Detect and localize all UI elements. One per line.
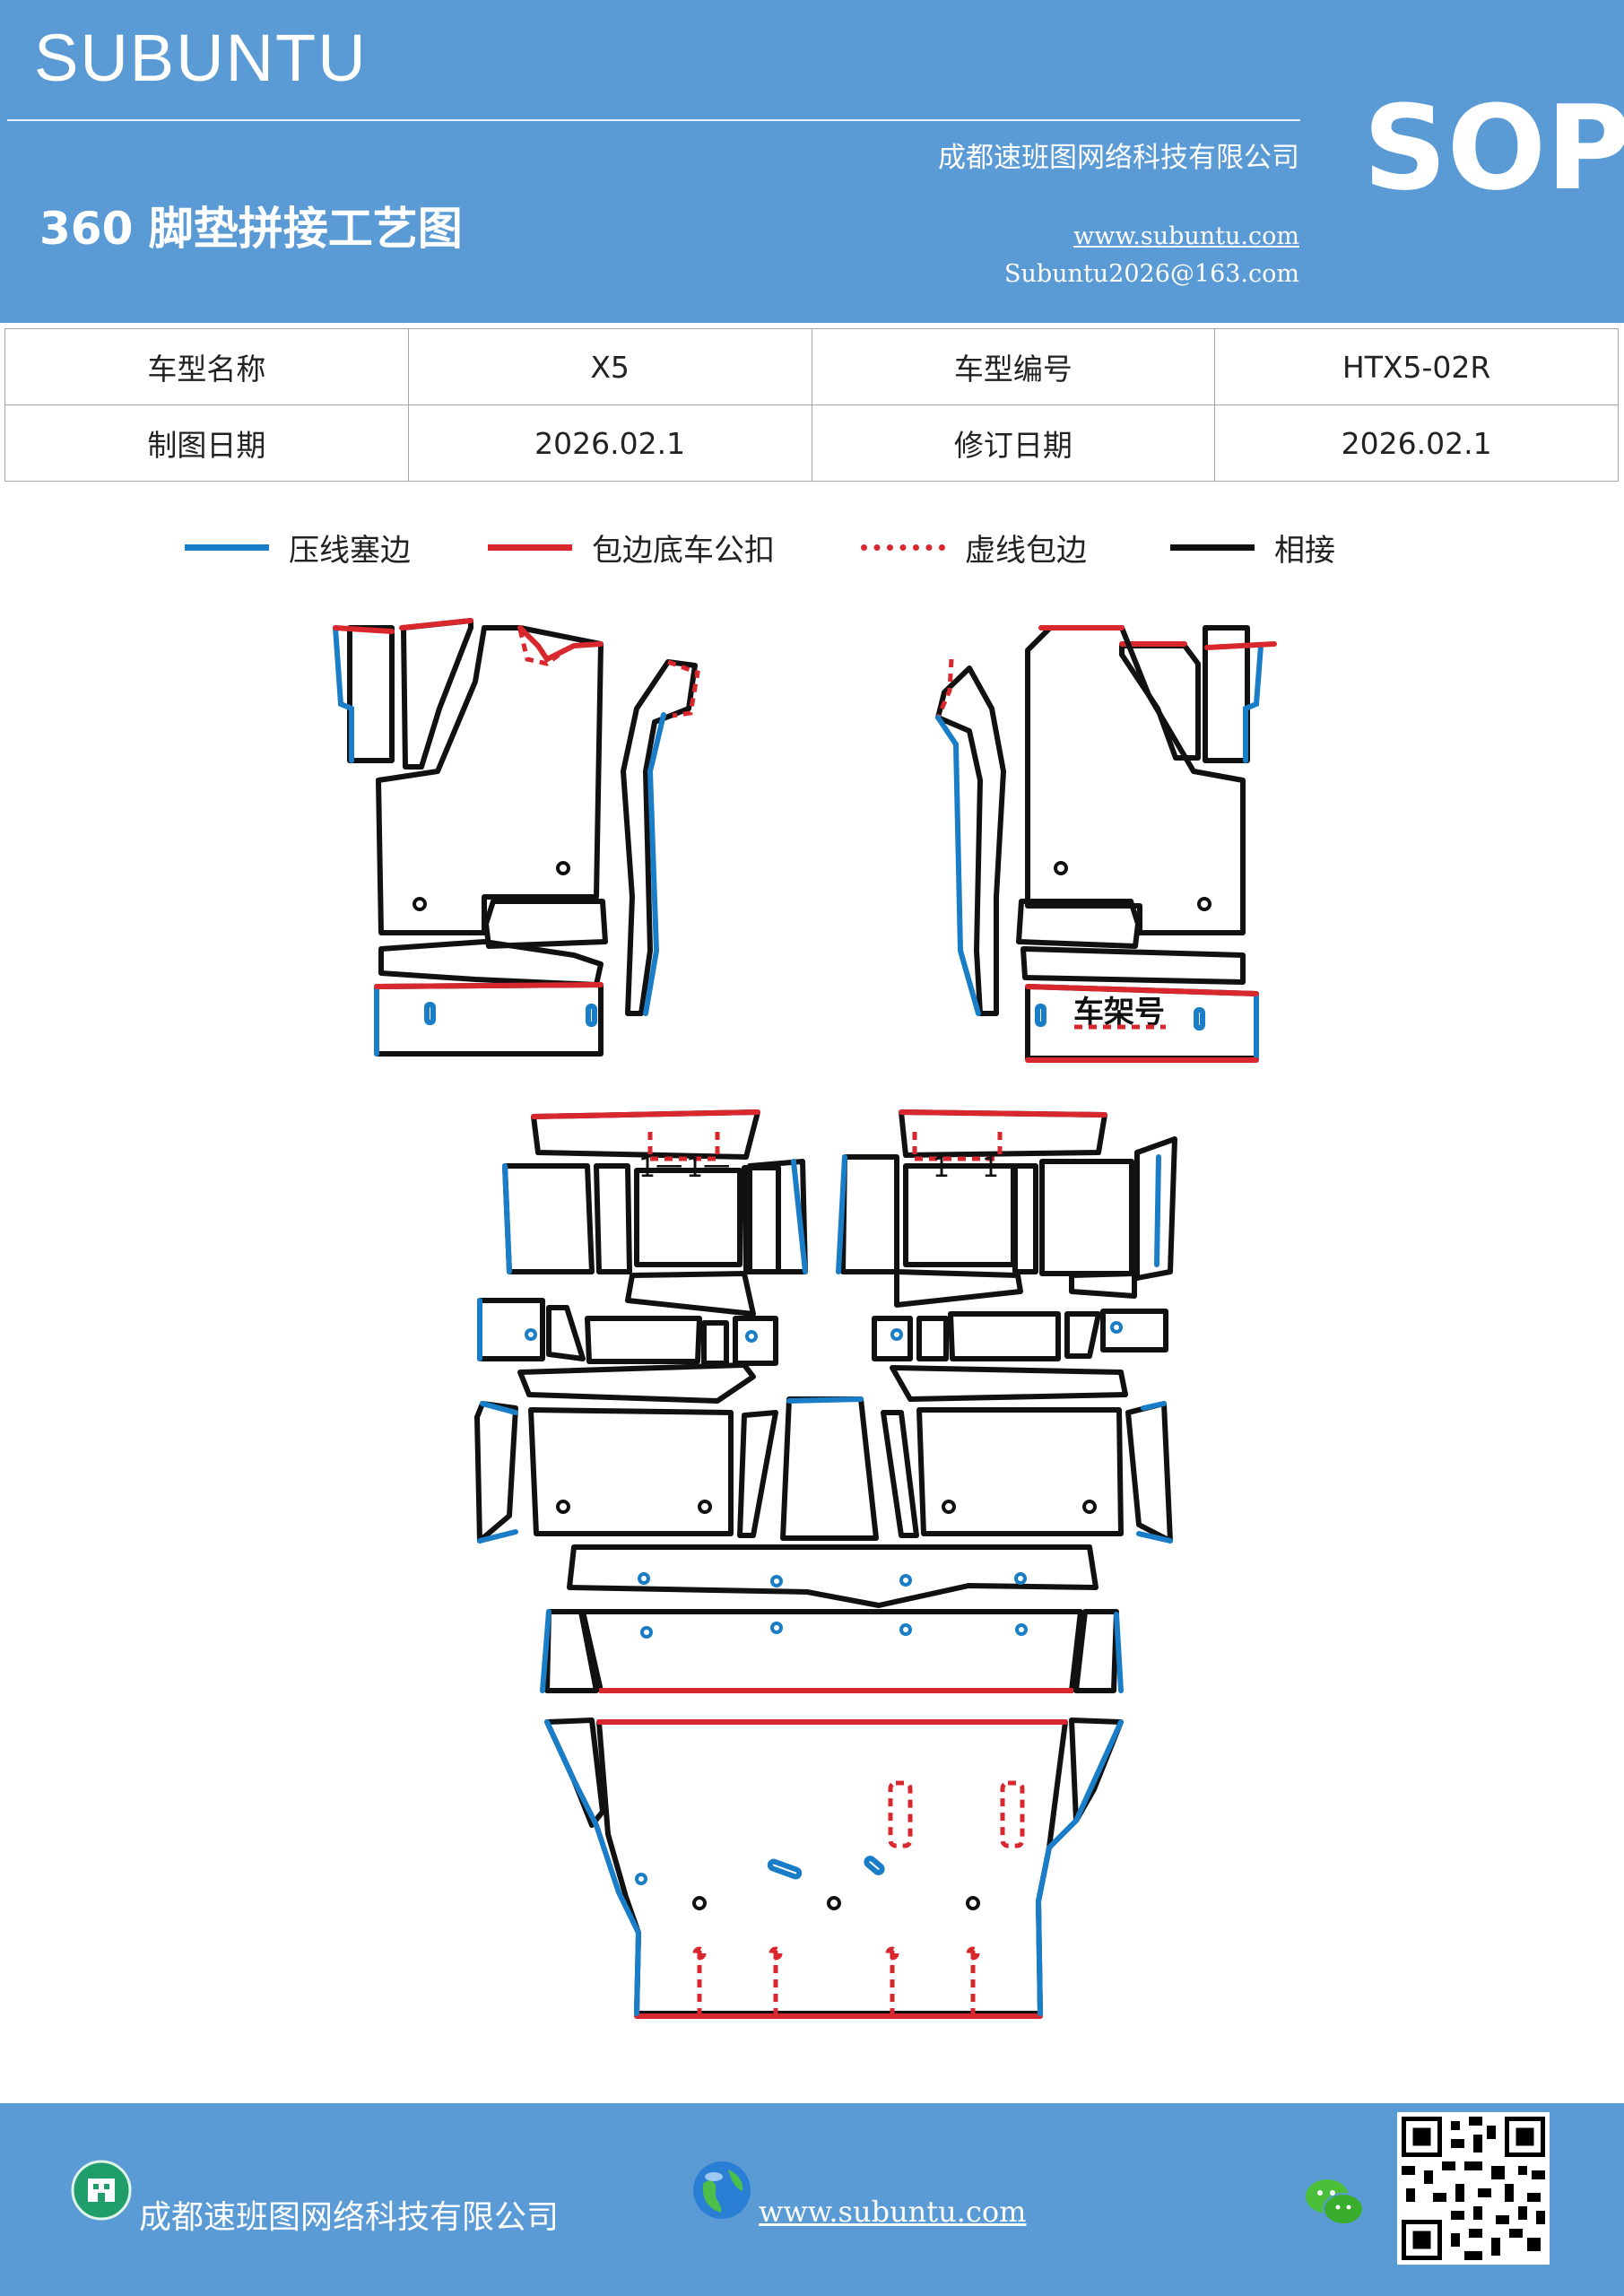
legend-label: 虚线包边 bbox=[965, 532, 1087, 569]
qr-code bbox=[1397, 2112, 1550, 2265]
building-icon bbox=[71, 2160, 132, 2221]
info-table: 车型名称 X5 车型编号 HTX5-02R 制图日期 2026.02.1 修订日… bbox=[4, 328, 1619, 482]
front-right-mat bbox=[935, 625, 1277, 1063]
draw-date-value: 2026.02.1 bbox=[407, 404, 812, 482]
legend-label: 相接 bbox=[1274, 532, 1335, 569]
globe-icon bbox=[693, 2161, 751, 2219]
company-name: 成都速班图网络科技有限公司 bbox=[938, 142, 1299, 174]
table-row: 制图日期 2026.02.1 修订日期 2026.02.1 bbox=[4, 404, 1619, 482]
legend-swatch-black bbox=[1170, 544, 1255, 551]
header-banner: SUBUNTU SOP 360 脚垫拼接工艺图 成都速班图网络科技有限公司 ww… bbox=[0, 0, 1624, 323]
legend-swatch-red-dotted bbox=[861, 544, 945, 551]
legend-item-press-line: 压线塞边 bbox=[185, 525, 411, 570]
legend-swatch-blue bbox=[185, 544, 269, 551]
page-title: 360 脚垫拼接工艺图 bbox=[39, 203, 463, 255]
legend-label: 压线塞边 bbox=[289, 532, 411, 569]
footer-banner: 成都速班图网络科技有限公司 www.subuntu.com bbox=[0, 2103, 1624, 2296]
email-address: Subuntu2026@163.com bbox=[1004, 260, 1299, 288]
model-code-value: HTX5-02R bbox=[1214, 328, 1619, 405]
sop-label: SOP bbox=[1363, 80, 1624, 216]
footer-website-link[interactable]: www.subuntu.com bbox=[759, 2195, 1027, 2229]
model-code-label: 车型编号 bbox=[811, 328, 1216, 405]
table-row: 车型名称 X5 车型编号 HTX5-02R bbox=[4, 328, 1619, 405]
model-name-value: X5 bbox=[407, 328, 812, 405]
draw-date-label: 制图日期 bbox=[4, 404, 409, 482]
legend-item-joined: 相接 bbox=[1170, 525, 1335, 570]
front-left-mat bbox=[333, 618, 700, 1057]
frame-number-label: 车架号 bbox=[1073, 995, 1165, 1031]
legend-swatch-red bbox=[488, 544, 572, 551]
legend: 压线塞边 包边底车公扣 虚线包边 相接 bbox=[0, 525, 1624, 570]
rear-seat-mat: 1一 1一 1一 1一 bbox=[474, 1109, 1177, 2019]
revision-date-label: 修订日期 bbox=[811, 404, 1216, 482]
revision-date-value: 2026.02.1 bbox=[1214, 404, 1619, 482]
footer-company: 成都速班图网络科技有限公司 bbox=[139, 2199, 560, 2236]
legend-item-wrap-edge: 包边底车公扣 bbox=[488, 525, 775, 570]
legend-item-dotted-wrap: 虚线包边 bbox=[861, 525, 1087, 570]
legend-label: 包边底车公扣 bbox=[592, 532, 775, 569]
floor-mat-diagram: 车架号 1一 1一 1一 1一 bbox=[333, 618, 1277, 2019]
wechat-icon bbox=[1306, 2179, 1364, 2225]
website-link[interactable]: www.subuntu.com bbox=[1073, 222, 1299, 250]
header-divider bbox=[7, 119, 1300, 121]
model-name-label: 车型名称 bbox=[4, 328, 409, 405]
brand-logo-text: SUBUNTU bbox=[34, 21, 368, 95]
